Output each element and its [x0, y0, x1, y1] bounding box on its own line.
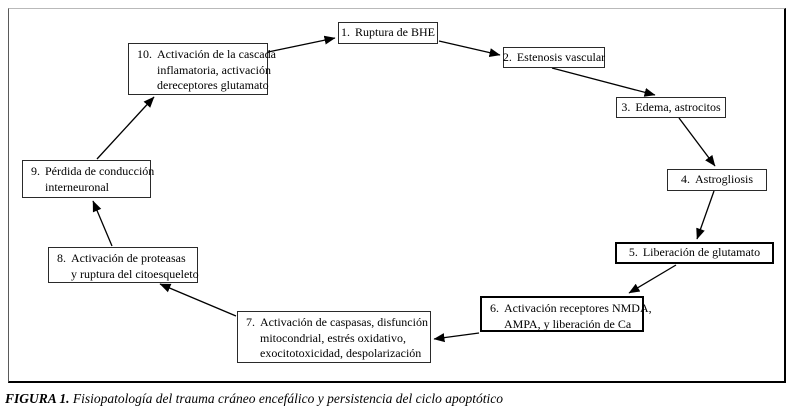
node-3-number: 3. — [621, 99, 631, 114]
node-1: 1. Ruptura de BHE — [338, 22, 438, 44]
node-1-label: Ruptura de BHE — [355, 25, 435, 40]
figure-caption-text: Fisiopatología del trauma cráneo encefál… — [72, 391, 503, 406]
node-6-label: Activación receptores NMDA,AMPA, y liber… — [504, 301, 652, 331]
node-2-label: Estenosis vascular — [516, 49, 606, 64]
node-3-label: Edema, astrocitos — [635, 99, 721, 114]
node-1-number: 1. — [341, 25, 350, 40]
node-5: 5. Liberación de glutamato — [615, 242, 774, 264]
node-4-number: 4. — [680, 172, 690, 187]
node-7-number: 7. — [246, 315, 255, 329]
node-5-number: 5. — [628, 245, 638, 260]
node-8-number: 8. — [57, 251, 66, 265]
node-5-label: Liberación de glutamato — [642, 245, 761, 260]
node-2: 2. Estenosis vascular — [503, 47, 605, 68]
node-4: 4. Astrogliosis — [667, 169, 767, 191]
node-2-number: 2. — [502, 49, 512, 64]
node-3: 3. Edema, astrocitos — [616, 97, 726, 118]
node-6-number: 6. — [490, 301, 499, 315]
figure-caption-label: FIGURA 1. — [5, 391, 70, 406]
node-9-number: 9. — [31, 164, 40, 178]
figure-caption: FIGURA 1. Fisiopatología del trauma crán… — [5, 391, 503, 407]
node-10-number: 10. — [137, 47, 152, 61]
node-4-label: Astrogliosis — [694, 172, 753, 187]
node-6: 6. Activación receptores NMDA,AMPA, y lib… — [480, 296, 652, 332]
